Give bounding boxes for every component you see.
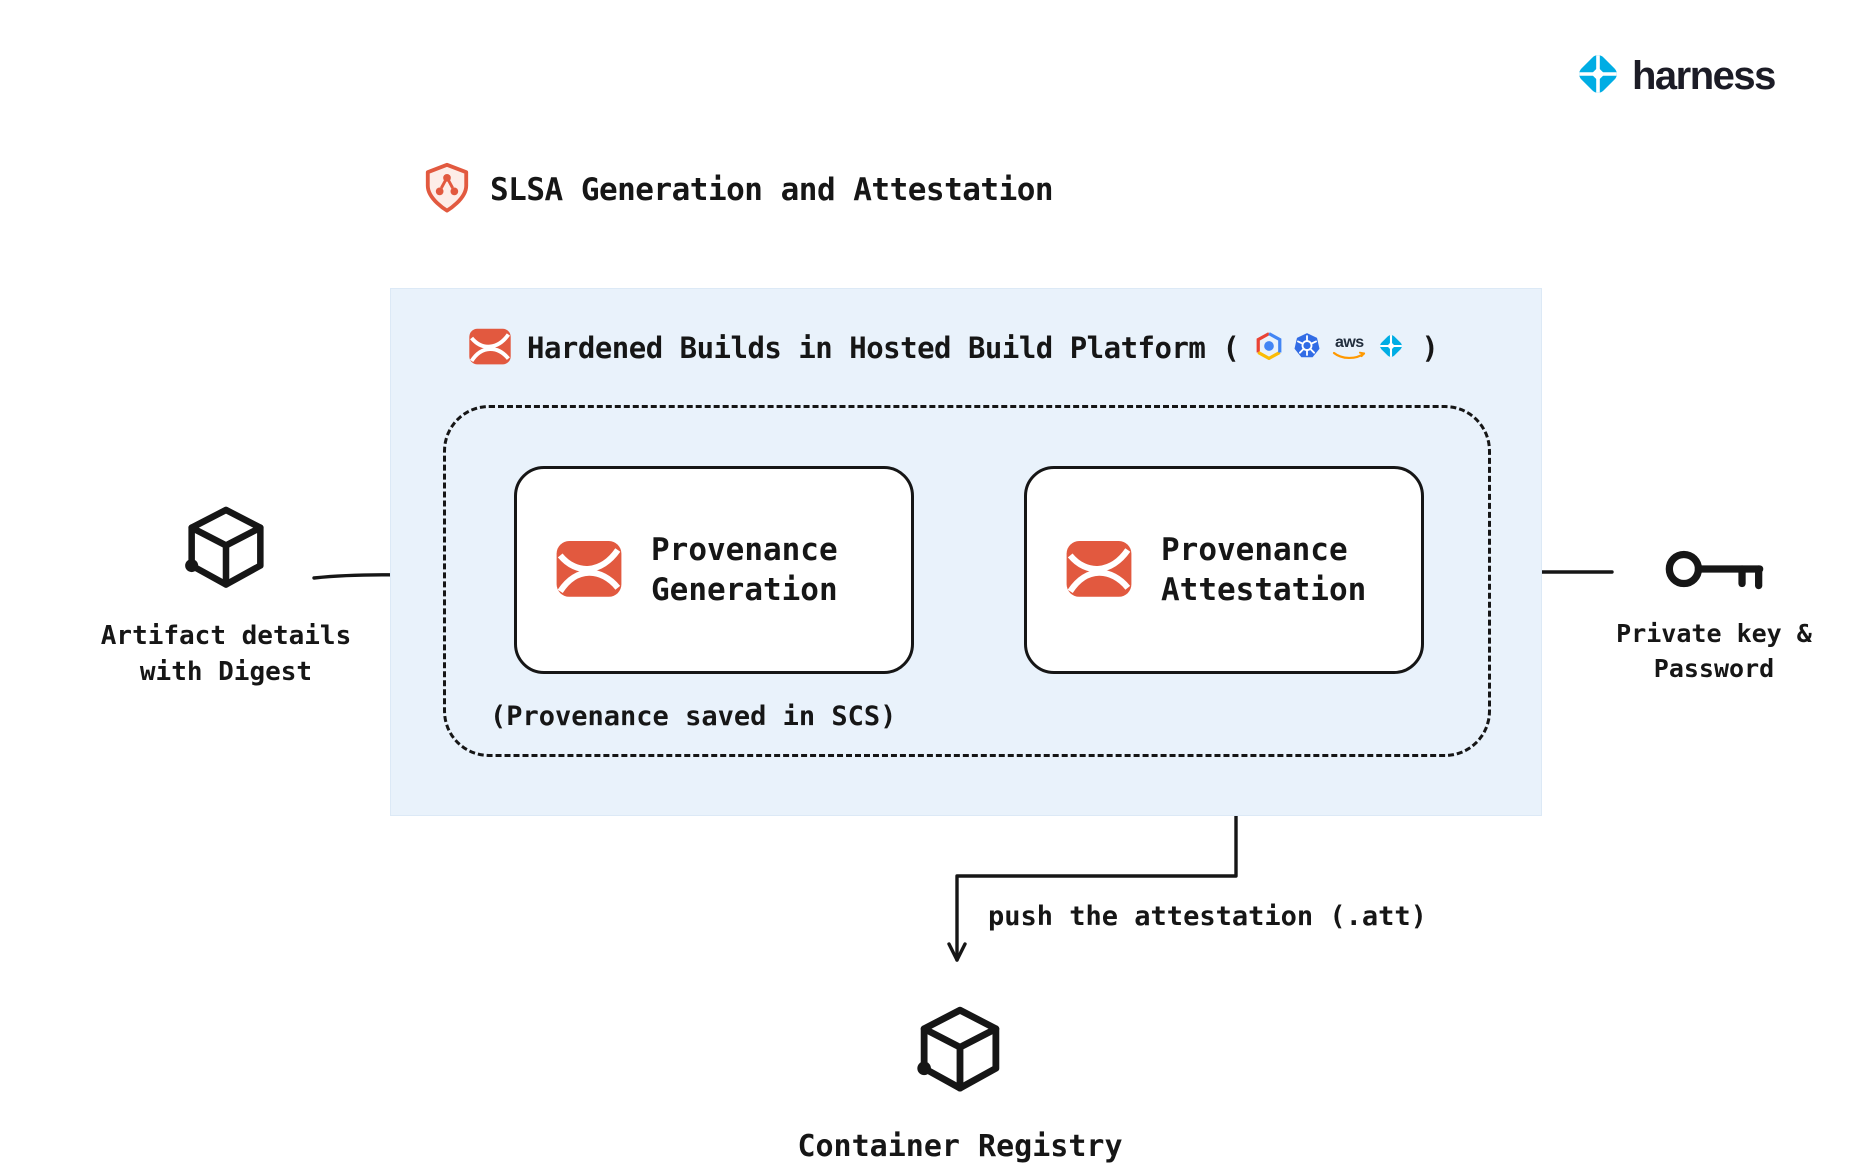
harness-logo: harness — [1574, 50, 1776, 102]
google-cloud-icon — [1255, 332, 1283, 364]
provenance-attestation-box: Provenance Attestation — [1024, 466, 1424, 674]
platform-provider-icons: aws — [1255, 332, 1405, 364]
aws-wordmark: aws — [1334, 334, 1364, 351]
container-registry-label: Container Registry — [797, 1129, 1123, 1164]
key-icon — [1662, 542, 1766, 600]
scs-icon — [1063, 532, 1135, 608]
kubernetes-icon — [1293, 332, 1321, 364]
brand-name: harness — [1632, 53, 1776, 98]
private-key-figure: Private key & Password — [1596, 542, 1832, 686]
platform-header: Hardened Builds in Hosted Build Platform… — [467, 323, 1439, 373]
pipeline-dashed-boundary: Provenance Generation Provenance Attesta… — [443, 405, 1491, 757]
provenance-note: (Provenance saved in SCS) — [490, 701, 897, 732]
cube-icon — [915, 1004, 1005, 1102]
provenance-attestation-label: Provenance Attestation — [1161, 531, 1367, 608]
aws-icon: aws — [1331, 335, 1367, 361]
platform-header-close: ) — [1421, 331, 1439, 365]
provenance-generation-box: Provenance Generation — [514, 466, 914, 674]
artifact-figure: Artifact details with Digest — [88, 504, 364, 691]
container-registry-figure: Container Registry — [782, 1004, 1138, 1168]
build-platform-panel: Hardened Builds in Hosted Build Platform… — [390, 288, 1542, 816]
diagram-title-row: SLSA Generation and Attestation — [424, 162, 1054, 218]
artifact-label: Artifact details with Digest — [100, 621, 352, 688]
diagram-title: SLSA Generation and Attestation — [490, 172, 1054, 208]
cube-icon — [183, 504, 269, 598]
scs-module-icon — [467, 323, 513, 373]
harness-icon — [1377, 332, 1405, 364]
platform-header-text: Hardened Builds in Hosted Build Platform… — [527, 331, 1240, 365]
private-key-label: Private key & Password — [1616, 619, 1812, 683]
harness-logo-icon — [1574, 50, 1622, 102]
provenance-generation-label: Provenance Generation — [651, 531, 838, 608]
scs-icon — [553, 532, 625, 608]
push-attestation-label: push the attestation (.att) — [988, 901, 1427, 932]
slsa-shield-icon — [424, 162, 470, 218]
